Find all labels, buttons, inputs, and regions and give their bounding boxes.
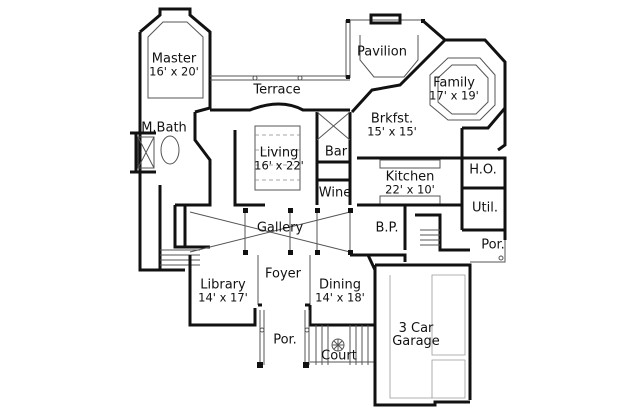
room-label-pavilion: Pavilion — [357, 46, 407, 59]
room-name: Gallery — [256, 220, 304, 236]
room-name: Foyer — [264, 266, 302, 282]
room-label-master: Master 16' x 20' — [149, 52, 199, 78]
room-name: Pavilion — [357, 44, 407, 60]
room-label-bar: Bar — [325, 146, 347, 159]
room-dimensions: 16' x 20' — [149, 64, 199, 79]
room-label-gallery: Gallery — [257, 222, 303, 235]
room-label-brkfst: Brkfst. 15' x 15' — [367, 112, 417, 138]
room-dimensions: 16' x 22' — [254, 158, 304, 173]
room-name: Util. — [472, 200, 498, 216]
room-label-side-porch: Por. — [481, 239, 505, 252]
pavilion-walls — [345, 13, 446, 79]
room-name-line2: Garage — [392, 334, 440, 349]
room-name: Court — [321, 348, 357, 364]
room-name: Master — [151, 51, 197, 67]
gallery-walls — [160, 205, 470, 266]
room-label-dining: Dining 14' x 18' — [315, 278, 365, 304]
master-wing-walls — [130, 7, 212, 272]
room-name: M.Bath — [141, 120, 187, 136]
terrace-walls — [210, 75, 350, 112]
room-dimensions: 22' x 10' — [385, 182, 435, 197]
room-label-bp: B.P. — [376, 222, 399, 235]
room-name: Bar — [324, 144, 348, 160]
room-dimensions: 14' x 17' — [198, 290, 248, 305]
room-name: Por. — [481, 237, 505, 253]
room-name: Dining — [319, 277, 361, 293]
room-name: Por. — [273, 332, 297, 348]
room-label-kitchen: Kitchen 22' x 10' — [385, 170, 435, 196]
family-brkfst-walls — [350, 38, 507, 152]
room-name: B.P. — [375, 220, 399, 236]
garage-walls — [373, 263, 472, 407]
core-walls — [233, 111, 464, 230]
room-label-terrace: Terrace — [253, 84, 300, 97]
service-wing-walls — [462, 156, 507, 263]
room-name: Wine — [318, 185, 352, 201]
room-label-court: Court — [321, 350, 357, 363]
room-label-util: Util. — [472, 202, 498, 215]
room-label-family: Family 17' x 19' — [429, 76, 479, 102]
room-label-library: Library 14' x 17' — [198, 278, 248, 304]
room-name: Living — [259, 145, 299, 161]
room-name: 3 Car — [398, 321, 434, 336]
room-name: Terrace — [253, 82, 301, 98]
room-label-mbath: M.Bath — [141, 122, 187, 135]
room-label-wine: Wine — [319, 187, 351, 200]
room-name: H.O. — [469, 162, 497, 178]
room-name: Library — [200, 277, 246, 293]
porch-court — [257, 310, 375, 368]
room-name: Kitchen — [385, 169, 435, 185]
room-dimensions: 14' x 18' — [315, 290, 365, 305]
room-label-garage: 3 Car Garage — [392, 322, 440, 348]
room-label-living: Living 16' x 22' — [254, 146, 304, 172]
room-name: Family — [433, 75, 475, 91]
room-label-foyer: Foyer — [265, 268, 301, 281]
room-name: Brkfst. — [370, 111, 414, 127]
room-dimensions: 17' x 19' — [429, 88, 479, 103]
room-label-ho: H.O. — [469, 164, 497, 177]
room-label-front-porch: Por. — [273, 334, 297, 347]
room-dimensions: 15' x 15' — [367, 124, 417, 139]
